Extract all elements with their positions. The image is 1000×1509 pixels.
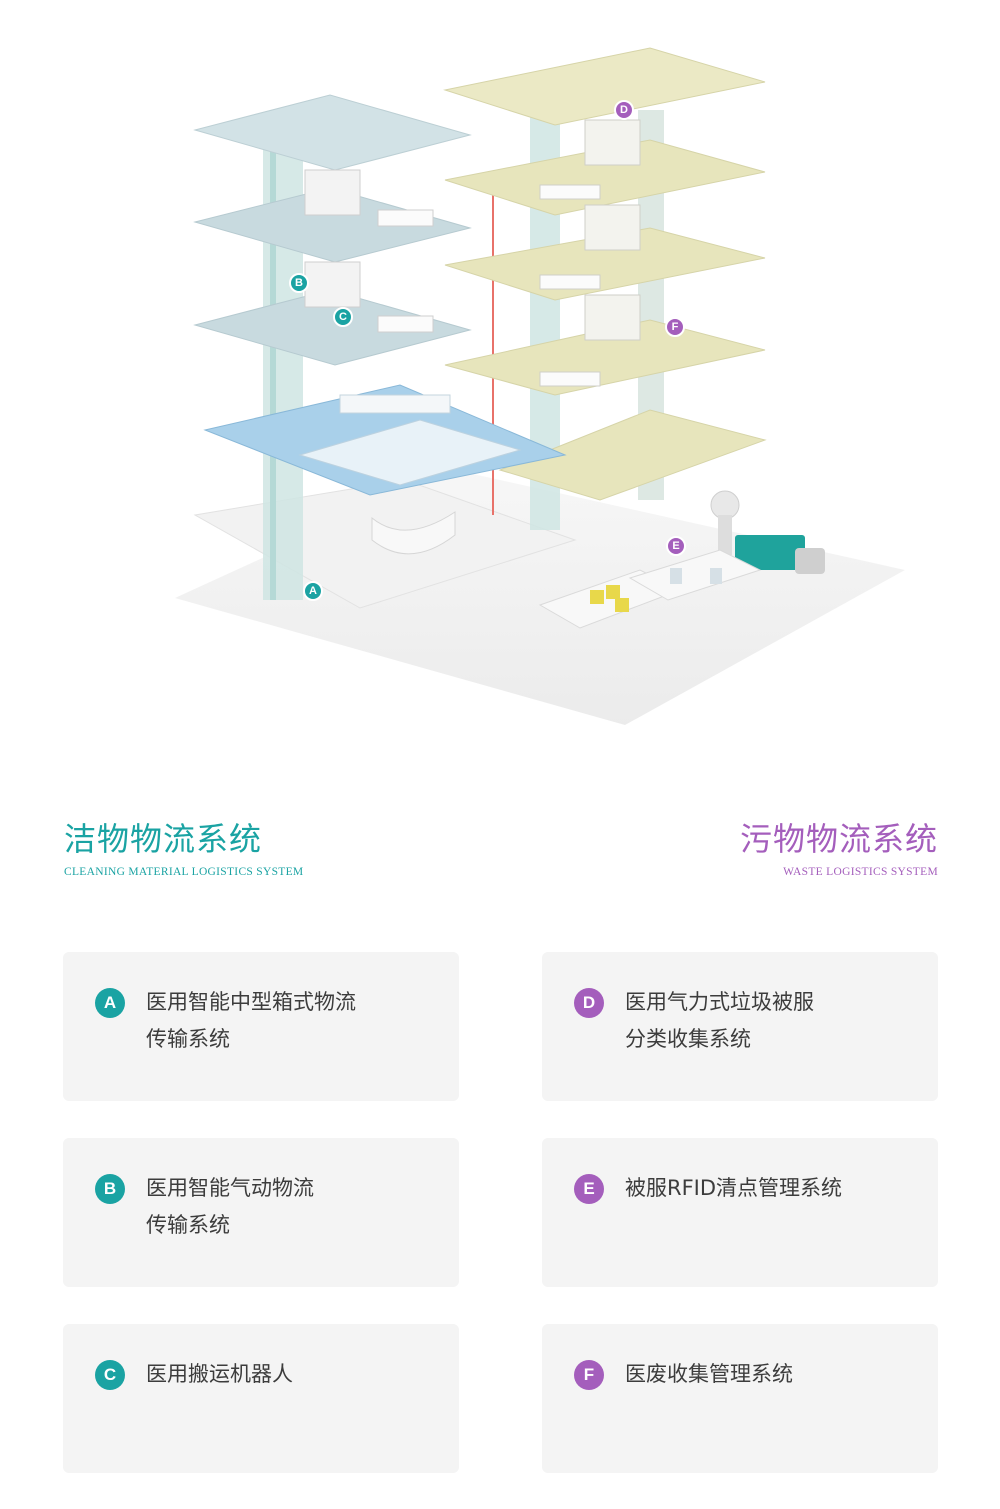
card-clean-c: C 医用搬运机器人 — [63, 1324, 459, 1473]
marker-e: E — [666, 536, 686, 556]
clean-system-heading: 洁物物流系统 CLEANING MATERIAL LOGISTICS SYSTE… — [64, 818, 303, 878]
card-clean-a: A 医用智能中型箱式物流 传输系统 — [63, 952, 459, 1101]
badge-c: C — [95, 1360, 125, 1390]
waste-system-title: 污物物流系统 — [739, 820, 938, 858]
card-waste-f: F 医废收集管理系统 — [542, 1324, 938, 1473]
reception-desk — [371, 511, 456, 555]
clean-system-subtitle: CLEANING MATERIAL LOGISTICS SYSTEM — [64, 866, 304, 878]
badge-d: D — [574, 988, 604, 1018]
marker-a: A — [303, 581, 323, 601]
card-waste-d: D 医用气力式垃圾被服 分类收集系统 — [542, 952, 938, 1101]
svg-text:F: F — [672, 321, 679, 333]
marker-b: B — [289, 273, 309, 293]
svg-text:B: B — [295, 277, 303, 289]
badge-e: E — [574, 1174, 604, 1204]
card-label: 被服RFID清点管理系统 — [625, 1176, 843, 1200]
marker-c: C — [333, 307, 353, 327]
svg-text:E: E — [672, 540, 679, 552]
badge-a: A — [95, 988, 125, 1018]
marker-d: D — [614, 100, 634, 120]
svg-text:C: C — [339, 311, 347, 323]
card-waste-e: E 被服RFID清点管理系统 — [542, 1138, 938, 1287]
badge-f: F — [574, 1360, 604, 1390]
waste-floors — [443, 47, 767, 501]
card-label: 医用智能中型箱式物流 传输系统 — [146, 990, 356, 1051]
card-label: 医用气力式垃圾被服 分类收集系统 — [625, 990, 814, 1051]
card-label: 医用搬运机器人 — [146, 1362, 293, 1386]
building-illustration: A B C D E F — [175, 47, 905, 725]
svg-text:D: D — [620, 104, 628, 116]
waste-processing-equipment — [538, 490, 825, 629]
waste-system-subtitle: WASTE LOGISTICS SYSTEM — [783, 866, 938, 878]
clean-system-title: 洁物物流系统 — [64, 820, 263, 858]
card-label: 医废收集管理系统 — [625, 1362, 793, 1386]
marker-f: F — [665, 317, 685, 337]
svg-text:A: A — [309, 585, 317, 597]
card-label: 医用智能气动物流 传输系统 — [146, 1176, 314, 1237]
clean-floors — [193, 94, 567, 496]
waste-system-heading: 污物物流系统 WASTE LOGISTICS SYSTEM — [740, 818, 938, 878]
card-clean-b: B 医用智能气动物流 传输系统 — [63, 1138, 459, 1287]
badge-b: B — [95, 1174, 125, 1204]
